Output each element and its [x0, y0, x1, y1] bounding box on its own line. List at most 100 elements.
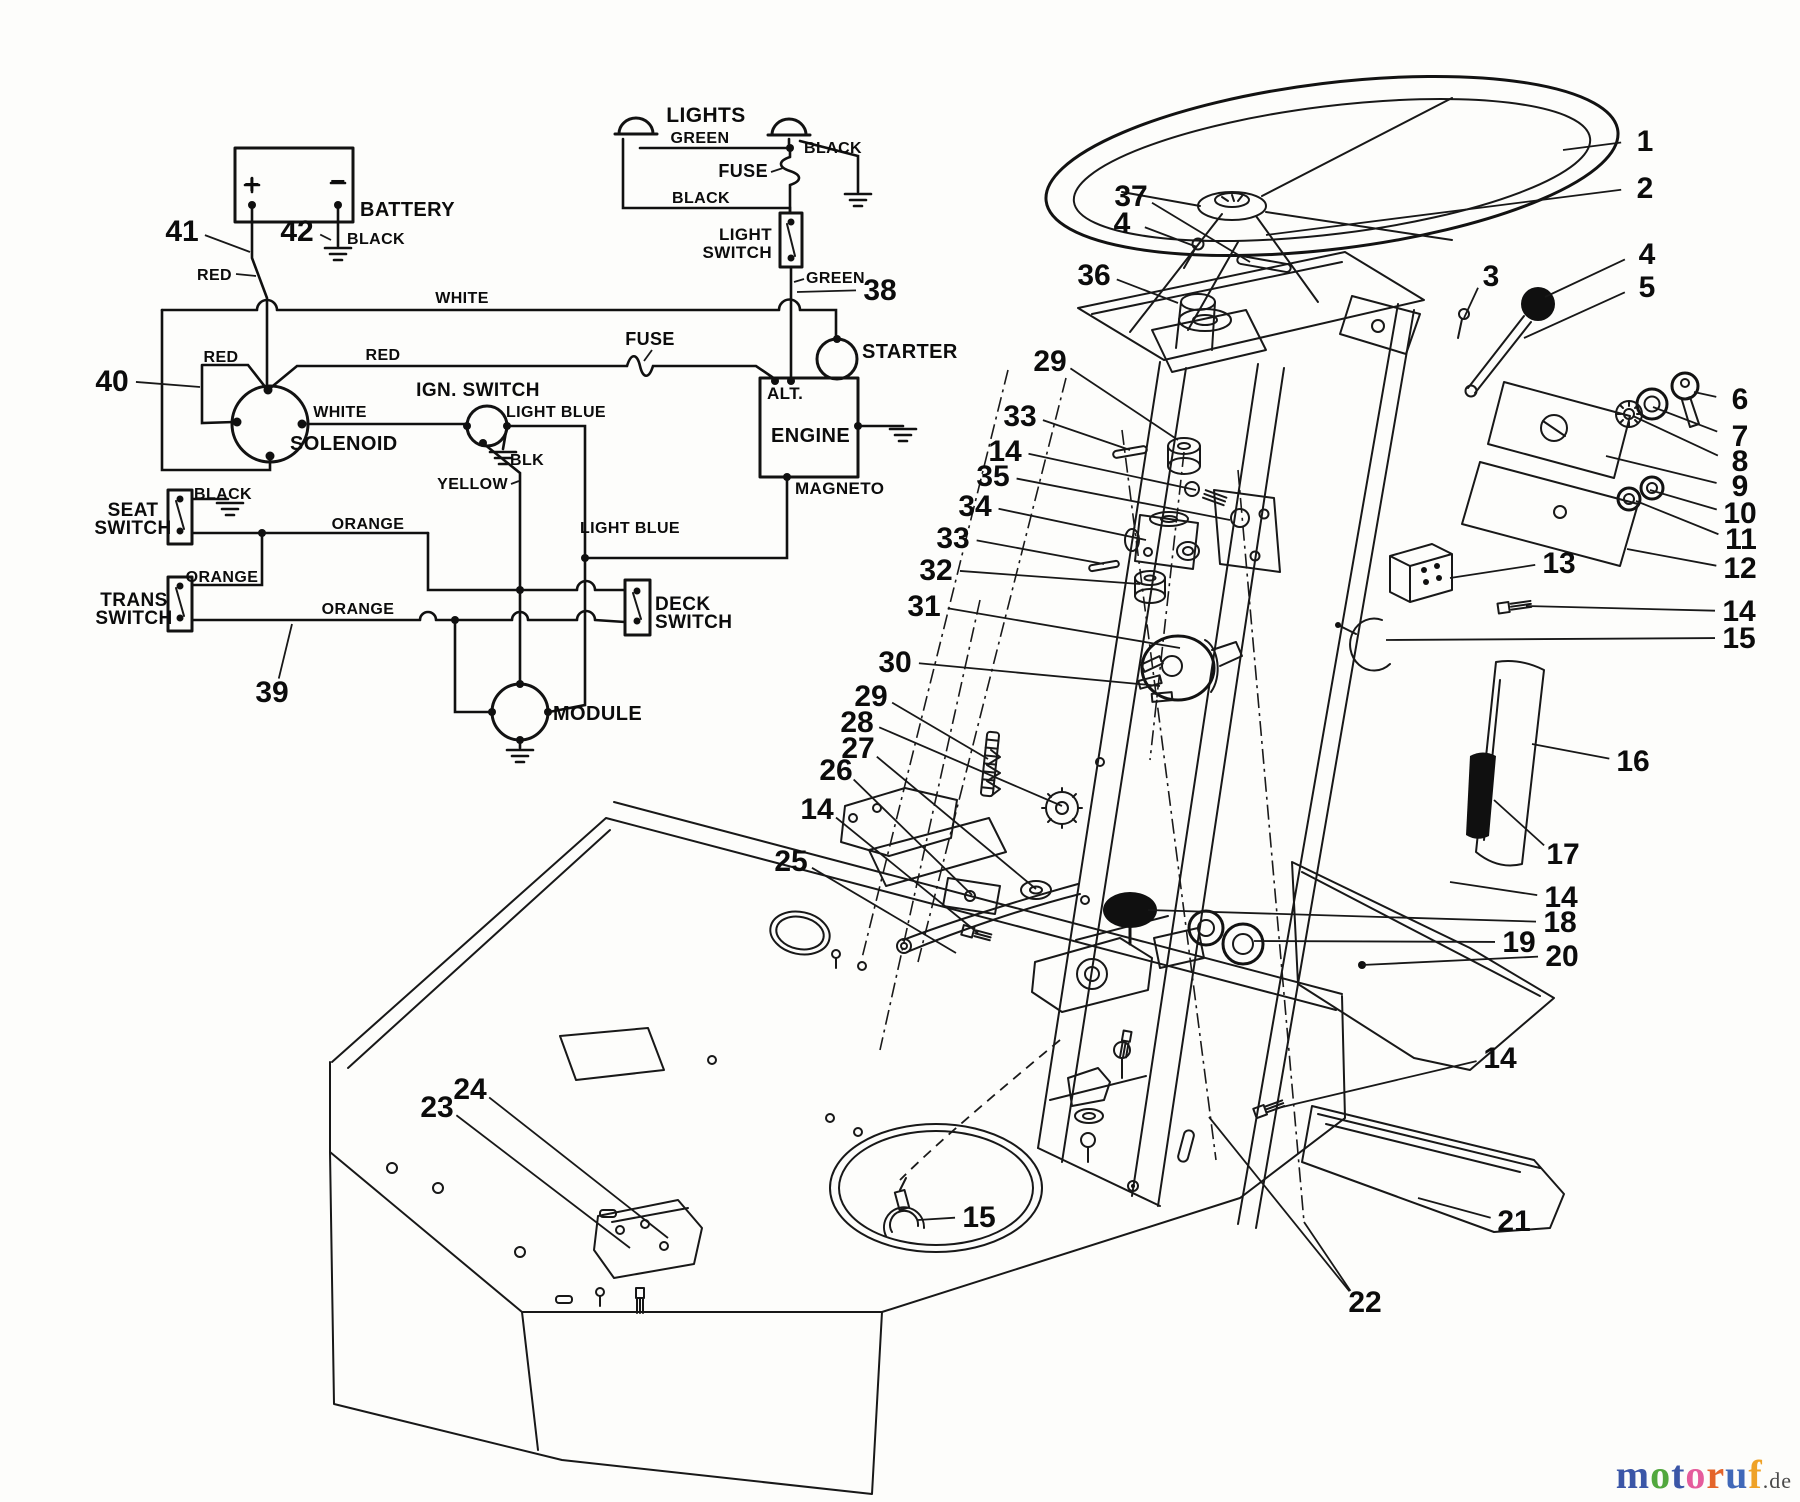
callout-number-8: 8 — [1732, 445, 1749, 478]
callout-leader-line — [455, 1114, 631, 1249]
callout-number-25: 25 — [774, 845, 807, 878]
logo-letters: motoruf — [1616, 1452, 1763, 1497]
steering-wheel — [1044, 74, 1620, 258]
starter-label: STARTER — [862, 341, 958, 363]
wire-black-label: BLACK — [804, 140, 862, 157]
module-symbol — [488, 680, 552, 744]
solenoid-label: SOLENOID — [290, 433, 398, 455]
callout-number-41: 41 — [165, 215, 198, 248]
callout-number-36: 36 — [1077, 259, 1110, 292]
callout-leader-line — [1449, 881, 1538, 897]
wire-lightblue — [505, 424, 587, 714]
callout-number-4: 4 — [1639, 238, 1656, 271]
callout-number-22: 22 — [1348, 1286, 1381, 1319]
callout-leader-line — [853, 778, 973, 896]
logo-letter: t — [1671, 1452, 1686, 1497]
callout-number-24: 24 — [453, 1073, 487, 1106]
ground-symbols — [215, 192, 918, 764]
callout-number-13: 13 — [1542, 547, 1575, 580]
callout-number-3: 3 — [1483, 260, 1500, 293]
callout-leader-line — [1525, 605, 1716, 612]
callout-number-31: 31 — [907, 590, 940, 623]
callout-leader-line — [1649, 489, 1718, 511]
fuse-label: FUSE — [625, 329, 675, 349]
callout-leader-line — [1042, 419, 1131, 451]
callout-leader-line — [1417, 1197, 1491, 1219]
trans-switch-symbol — [166, 575, 194, 633]
battery-plus-label: + — [244, 169, 260, 199]
wire-red-label: RED — [204, 349, 239, 366]
wire-trans-orange-top — [190, 531, 264, 587]
wire-trans-orange-bottom — [190, 609, 627, 624]
switch-housing — [1124, 511, 1200, 570]
callout-leader-line — [1605, 455, 1717, 484]
callout-number-16: 16 — [1616, 745, 1649, 778]
screw — [1191, 237, 1205, 251]
callout-leader-line — [876, 756, 1037, 890]
seat-switch-label: SWITCH — [94, 518, 171, 539]
callout-leader-line — [998, 507, 1147, 541]
wire-green-label: GREEN — [806, 270, 865, 287]
motoruf-logo[interactable]: motoruf.de — [1616, 1451, 1792, 1498]
callout-leader-line — [1151, 202, 1251, 263]
callout-number-38: 38 — [863, 274, 896, 307]
callout-number-35: 35 — [976, 460, 1009, 493]
wire-lights-fuse — [779, 137, 801, 215]
wire-loop-left — [160, 308, 272, 472]
callout-leader-line — [1277, 1060, 1477, 1109]
column-tower — [1037, 303, 1415, 1229]
seat-support — [1291, 861, 1555, 1071]
wire-battery-positive — [250, 207, 269, 392]
wire-solenoid-bracket — [200, 363, 268, 425]
callout-leader-line — [918, 662, 1161, 687]
dash-side-plate-upper — [1487, 381, 1631, 479]
callout-number-14: 14 — [1722, 595, 1756, 628]
rubber-boot — [1466, 752, 1496, 839]
callout-number-40: 40 — [95, 365, 128, 398]
adjuster-gear — [1041, 787, 1083, 829]
shaft-collar-upper — [1167, 437, 1201, 475]
callout-number-23: 23 — [420, 1091, 453, 1124]
bolt — [1496, 599, 1533, 615]
callout-number-10: 10 — [1723, 497, 1756, 530]
roll-pin — [1236, 255, 1292, 273]
callout-leader-line — [1493, 799, 1545, 847]
callout-number-18: 18 — [1543, 906, 1576, 939]
callout-leader-line — [277, 623, 293, 679]
wire-red-fused — [266, 354, 777, 392]
deck-switch-symbol — [623, 578, 652, 637]
callout-leader-line — [796, 289, 857, 293]
callout-leader-line — [891, 701, 989, 760]
callout-leader-line — [1626, 548, 1717, 567]
logo-letter: u — [1725, 1452, 1749, 1497]
callout-number-9: 9 — [1732, 470, 1749, 503]
callout-leader-line — [1652, 406, 1718, 433]
steering-cap — [1214, 192, 1250, 208]
seat-latch-bracket — [593, 1199, 703, 1314]
callout-leader-line — [1144, 226, 1198, 248]
callout-number-30: 30 — [878, 646, 911, 679]
wire-module-left — [453, 618, 494, 714]
roll-pin — [1112, 445, 1148, 459]
callout-number-15: 15 — [962, 1201, 995, 1234]
module-label: MODULE — [553, 703, 642, 725]
wire-green-label: GREEN — [671, 130, 730, 147]
lights-label: LIGHTS — [666, 104, 745, 127]
callout-number-29: 29 — [1033, 345, 1066, 378]
callout-leader-line — [1265, 188, 1622, 236]
starter-symbol — [815, 335, 859, 381]
pivot-bushing — [1221, 922, 1265, 966]
exploded-view: 1234567891011121314151617141819201421222… — [329, 74, 1757, 1495]
light-switch-label: LIGHT — [719, 225, 772, 244]
light-switch-label: SWITCH — [703, 243, 772, 262]
wire-orange-label: ORANGE — [332, 516, 405, 533]
base-hardware — [1067, 1041, 1286, 1192]
ignition-key — [1670, 371, 1700, 428]
frame-body — [329, 801, 1346, 1495]
bolt — [960, 924, 993, 942]
latch-bracket — [831, 749, 1007, 971]
callout-number-37: 37 — [1114, 180, 1147, 213]
logo-letter: f — [1748, 1452, 1763, 1497]
